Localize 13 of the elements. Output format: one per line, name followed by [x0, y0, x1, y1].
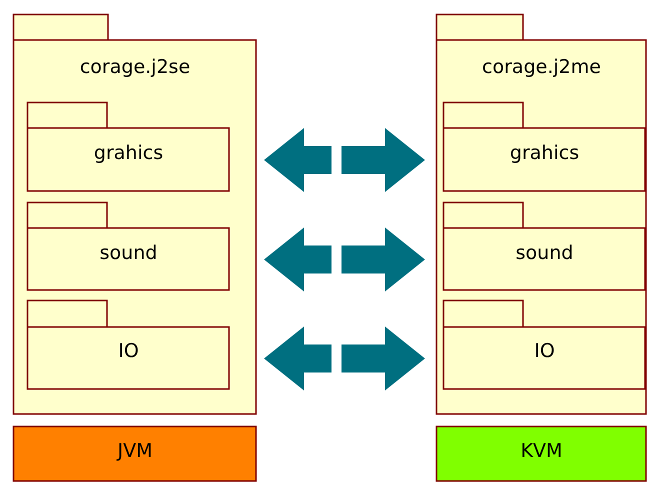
- package-name: grahics: [510, 142, 580, 164]
- package-name: grahics: [94, 142, 164, 164]
- block-arrow: [264, 228, 425, 292]
- package-name: IO: [534, 340, 555, 362]
- package-name: corage.j2se: [80, 56, 190, 78]
- package-name: sound: [516, 242, 574, 264]
- platform-label: JVM: [118, 440, 152, 462]
- block-arrow: [264, 326, 425, 390]
- package-name: corage.j2me: [482, 56, 601, 78]
- package-name: IO: [118, 340, 139, 362]
- block-arrow: [264, 128, 425, 192]
- platform-label: KVM: [520, 440, 562, 462]
- package-name: sound: [100, 242, 158, 264]
